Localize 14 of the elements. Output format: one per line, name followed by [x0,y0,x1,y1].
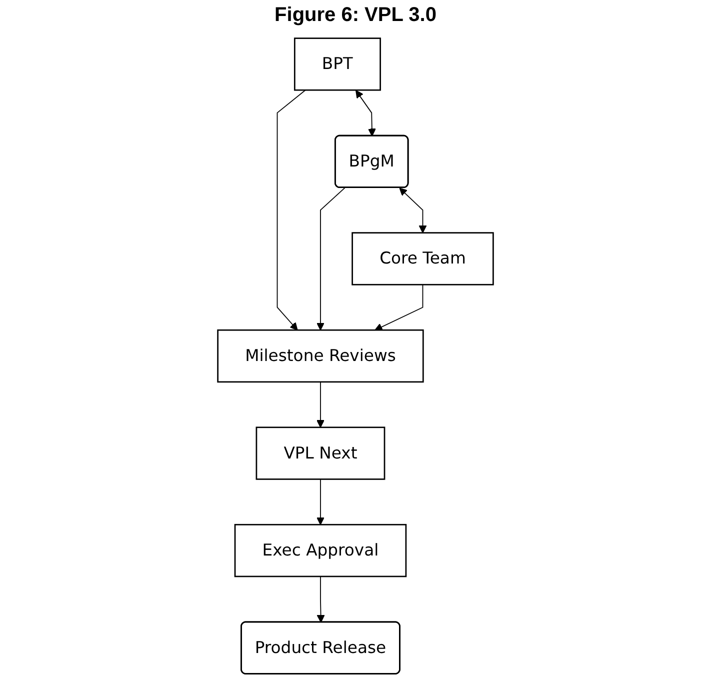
node-box: VPL Next [256,426,386,480]
arrow [316,576,325,623]
arrow [276,90,306,330]
diagram-title: Figure 6: VPL 3.0 [274,4,438,27]
arrow [316,187,346,330]
arrow [316,381,324,428]
node-box: Exec Approval [234,524,407,578]
node-box: BPT [294,38,381,91]
arrow [316,478,324,525]
arrow [356,90,376,136]
arrow [374,284,424,331]
node-box: Core Team [352,232,494,286]
arrow [399,188,427,234]
node-box: Milestone Reviews [217,329,424,383]
